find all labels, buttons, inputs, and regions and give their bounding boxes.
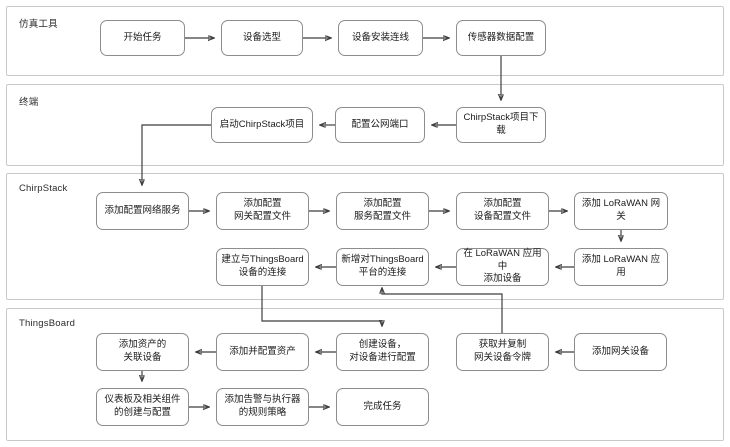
n-new-tb-conn-line-1: 平台的连接 <box>358 267 407 278</box>
n-gw-conf-file[interactable]: 添加配置网关配置文件 <box>216 192 309 230</box>
n-finish-line-0: 完成任务 <box>363 400 402 412</box>
n-device-install-label: 设备安装连线 <box>352 32 409 45</box>
lane-terminal-label: 终端 <box>19 97 39 108</box>
n-finish[interactable]: 完成任务 <box>336 388 429 426</box>
n-add-gw-device-label: 添加网关设备 <box>592 346 649 359</box>
n-new-tb-conn-line-0: 新增对ThingsBoard <box>341 254 424 266</box>
n-get-gw-token-line-1: 网关设备令牌 <box>473 352 531 363</box>
n-svc-conf-file-line-0: 添加配置 <box>363 198 402 210</box>
n-svc-conf-file-line-1: 服务配置文件 <box>353 211 411 222</box>
n-public-port[interactable]: 配置公网端口 <box>335 107 425 143</box>
n-chirpstack-dl[interactable]: ChirpStack项目下载 <box>456 107 546 143</box>
n-gw-conf-file-label: 添加配置网关配置文件 <box>234 198 291 224</box>
n-build-tb-dev-line-0: 建立与ThingsBoard <box>221 254 304 266</box>
n-device-select[interactable]: 设备选型 <box>221 20 303 56</box>
n-finish-label: 完成任务 <box>363 401 401 414</box>
n-alarm-rule-line-0: 添加告警与执行器 <box>224 394 301 406</box>
n-alarm-rule-label: 添加告警与执行器的规则策略 <box>224 394 300 420</box>
n-add-net-service[interactable]: 添加配置网络服务 <box>96 192 189 230</box>
n-gw-conf-file-line-0: 添加配置 <box>243 198 282 210</box>
n-device-select-label: 设备选型 <box>243 32 281 45</box>
n-dev-conf-file-line-1: 设备配置文件 <box>473 211 531 222</box>
n-dashboard-line-1: 的创建与配置 <box>113 407 171 418</box>
n-get-gw-token[interactable]: 获取并复制网关设备令牌 <box>456 333 549 371</box>
lane-thingsboard-label: ThingsBoard <box>19 318 76 329</box>
n-alarm-rule-line-1: 的规则策略 <box>238 407 287 418</box>
n-get-gw-token-line-0: 获取并复制 <box>478 339 527 351</box>
n-add-lorawan-app[interactable]: 添加 LoRaWAN 应用 <box>574 248 668 286</box>
n-add-dev-in-app-line-0: 在 LoRaWAN 应用中 <box>463 247 542 272</box>
n-add-lorawan-gw[interactable]: 添加 LoRaWAN 网关 <box>574 192 668 230</box>
n-add-lorawan-gw-line-0: 添加 LoRaWAN 网关 <box>581 198 661 222</box>
n-add-gw-device-line-0: 添加网关设备 <box>591 345 649 357</box>
n-dashboard-label: 仪表板及相关组件的创建与配置 <box>104 394 180 420</box>
n-create-device-label: 创建设备，对设备进行配置 <box>349 339 416 365</box>
n-add-net-service-label: 添加配置网络服务 <box>104 205 180 218</box>
lane-simulation-label: 仿真工具 <box>19 19 58 30</box>
n-add-conf-asset-label: 添加并配置资产 <box>229 346 296 359</box>
n-add-dev-in-app-line-1: 添加设备 <box>483 273 522 285</box>
n-sensor-config-line-0: 传感器数据配置 <box>467 31 535 43</box>
n-public-port-line-0: 配置公网端口 <box>351 118 409 130</box>
n-create-device[interactable]: 创建设备，对设备进行配置 <box>336 333 429 371</box>
n-alarm-rule[interactable]: 添加告警与执行器的规则策略 <box>216 388 309 426</box>
n-device-install-line-0: 设备安装连线 <box>351 31 409 43</box>
n-add-gw-device[interactable]: 添加网关设备 <box>574 333 667 371</box>
n-dev-conf-file[interactable]: 添加配置设备配置文件 <box>456 192 549 230</box>
n-dashboard-line-0: 仪表板及相关组件 <box>104 394 181 406</box>
n-gw-conf-file-line-1: 网关配置文件 <box>233 211 291 222</box>
n-device-install[interactable]: 设备安装连线 <box>338 20 423 56</box>
n-add-lorawan-app-label: 添加 LoRaWAN 应用 <box>578 254 664 280</box>
n-add-lorawan-gw-label: 添加 LoRaWAN 网关 <box>578 198 664 224</box>
n-dev-conf-file-line-0: 添加配置 <box>483 198 522 210</box>
n-add-lorawan-app-line-0: 添加 LoRaWAN 应用 <box>581 254 661 278</box>
n-device-select-line-0: 设备选型 <box>242 31 281 43</box>
n-create-device-line-1: 对设备进行配置 <box>349 352 416 363</box>
n-build-tb-dev-line-1: 设备的连接 <box>238 267 287 278</box>
n-add-dev-in-app-label: 在 LoRaWAN 应用中添加设备 <box>460 248 545 286</box>
n-dashboard[interactable]: 仪表板及相关组件的创建与配置 <box>96 388 189 426</box>
n-start-label: 开始任务 <box>123 32 161 45</box>
n-create-device-line-0: 创建设备， <box>358 339 407 351</box>
n-add-conf-asset-line-0: 添加并配置资产 <box>229 345 296 357</box>
n-sensor-config[interactable]: 传感器数据配置 <box>456 20 546 56</box>
n-start[interactable]: 开始任务 <box>100 20 185 56</box>
n-public-port-label: 配置公网端口 <box>351 119 408 132</box>
n-get-gw-token-label: 获取并复制网关设备令牌 <box>474 339 531 365</box>
n-chirpstack-dl-label: ChirpStack项目下载 <box>460 112 542 138</box>
n-start-line-0: 开始任务 <box>123 31 162 43</box>
n-chirpstack-dl-line-0: ChirpStack项目下载 <box>463 112 539 136</box>
n-svc-conf-file[interactable]: 添加配置服务配置文件 <box>336 192 429 230</box>
lane-chirpstack-label: ChirpStack <box>19 183 68 194</box>
n-asset-rel-device-line-0: 添加资产的 <box>118 339 167 351</box>
n-add-conf-asset[interactable]: 添加并配置资产 <box>216 333 309 371</box>
n-sensor-config-label: 传感器数据配置 <box>468 32 535 45</box>
n-start-chirpstack[interactable]: 启动ChirpStack项目 <box>211 107 313 143</box>
n-add-dev-in-app[interactable]: 在 LoRaWAN 应用中添加设备 <box>456 248 549 286</box>
n-dev-conf-file-label: 添加配置设备配置文件 <box>474 198 531 224</box>
n-start-chirpstack-line-0: 启动ChirpStack项目 <box>219 118 305 130</box>
n-add-net-service-line-0: 添加配置网络服务 <box>104 204 181 216</box>
n-asset-rel-device-line-1: 关联设备 <box>123 352 162 363</box>
n-start-chirpstack-label: 启动ChirpStack项目 <box>220 119 304 132</box>
n-asset-rel-device[interactable]: 添加资产的关联设备 <box>96 333 189 371</box>
n-asset-rel-device-label: 添加资产的关联设备 <box>119 339 167 365</box>
n-svc-conf-file-label: 添加配置服务配置文件 <box>354 198 411 224</box>
